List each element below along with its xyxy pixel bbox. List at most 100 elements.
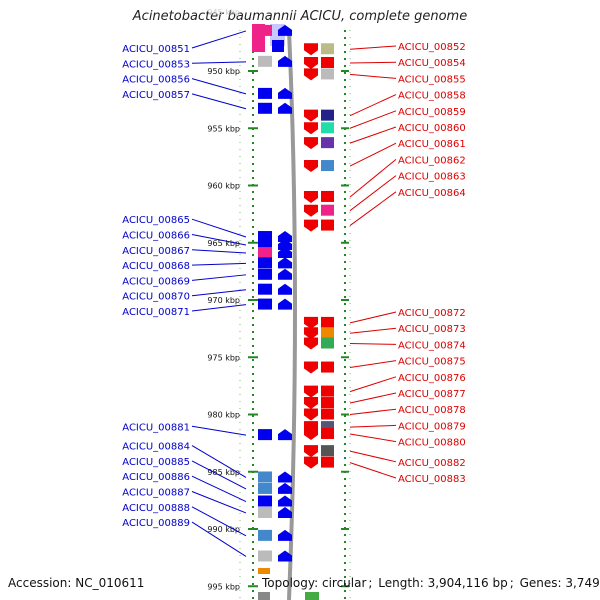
genes-label: Genes: [519, 576, 562, 590]
topology-label: Topology: [262, 576, 319, 590]
gene-glyph-edge-reverse [305, 592, 319, 600]
reverse-gene-label: ACICU_00872 [398, 308, 466, 319]
reverse-gene-connector [349, 462, 397, 479]
forward-gene-cog-box [258, 231, 272, 243]
reverse-gene-connector [349, 142, 397, 167]
scale-tick-label: 970 kbp [207, 296, 240, 305]
forward-gene-arrow [278, 495, 292, 507]
scale-tick-label: 950 kbp [207, 67, 240, 76]
forward-gene-arrow [278, 429, 292, 441]
forward-gene-cog-box [258, 298, 272, 310]
reverse-gene-cog-box [321, 327, 334, 339]
forward-gene-connector [191, 30, 247, 49]
forward-gene-label: ACICU_00853 [122, 59, 190, 70]
reverse-gene-connector [349, 94, 397, 117]
reverse-gene-connector [349, 392, 397, 404]
reverse-gene-cog-box [321, 56, 334, 68]
forward-gene-cog-box [258, 239, 272, 251]
forward-gene-cog-box [258, 529, 272, 541]
forward-gene-arrow [278, 268, 292, 280]
reverse-gene-label: ACICU_00873 [398, 324, 466, 335]
genome-stats: Topology: circular; Length: 3,904,116 bp… [262, 576, 600, 590]
reverse-gene-label: ACICU_00875 [398, 357, 466, 368]
length-value: 3,904,116 bp [427, 576, 508, 590]
reverse-gene-connector [349, 450, 397, 463]
reverse-gene-cog-box [321, 361, 334, 373]
reverse-gene-cog-box [321, 109, 334, 121]
scale-tick-label: 990 kbp [207, 525, 240, 534]
forward-gene-connector [191, 93, 247, 110]
reverse-gene-arrow [304, 456, 318, 469]
forward-gene-connector [191, 460, 247, 490]
reverse-gene-connector [349, 73, 397, 79]
forward-gene-arrow [278, 257, 292, 269]
reverse-gene-label: ACICU_00878 [398, 405, 466, 416]
gene-glyph-edge-forward-bottom [258, 592, 270, 600]
length-label: Length: [378, 576, 424, 590]
forward-gene-connector [191, 445, 247, 478]
forward-gene-label: ACICU_00866 [122, 231, 190, 242]
reverse-gene-label: ACICU_00863 [398, 172, 466, 183]
forward-gene-arrow [278, 550, 292, 562]
forward-gene-label: ACICU_00868 [122, 261, 190, 272]
reverse-gene-label: ACICU_00858 [398, 91, 466, 102]
scale-tick-label: 975 kbp [207, 353, 240, 362]
reverse-gene-cog-box [321, 456, 334, 468]
reverse-gene-cog-box [321, 68, 334, 80]
faded-tick-label: 945 kbp [207, 8, 240, 17]
reverse-gene-cog-box [321, 337, 334, 349]
forward-gene-connector [191, 475, 247, 502]
forward-gene-arrow [278, 24, 292, 36]
forward-gene-connector [191, 78, 247, 95]
reverse-gene-connector [349, 327, 397, 334]
accession-value: NC_010611 [75, 576, 145, 590]
forward-gene-label: ACICU_00885 [122, 457, 190, 468]
reverse-gene-connector [349, 360, 397, 369]
forward-gene-connector [191, 506, 247, 537]
forward-gene-label: ACICU_00887 [122, 488, 190, 499]
reverse-gene-cog-box [321, 160, 334, 172]
reverse-gene-label: ACICU_00876 [398, 373, 466, 384]
reverse-gene-label: ACICU_00859 [398, 107, 466, 118]
reverse-gene-label: ACICU_00855 [398, 74, 466, 85]
scale-tick-label: 985 kbp [207, 468, 240, 477]
reverse-gene-label: ACICU_00860 [398, 123, 466, 134]
forward-gene-cog-box [258, 24, 272, 36]
forward-gene-arrow [278, 298, 292, 310]
reverse-gene-arrow [304, 445, 318, 458]
forward-gene-label: ACICU_00867 [122, 246, 190, 257]
reverse-gene-arrow [304, 109, 318, 122]
reverse-gene-cog-box [321, 219, 334, 231]
gene-glyph-edge-forward-orange [258, 568, 270, 574]
reverse-gene-connector [349, 126, 397, 144]
topology-value: circular [321, 576, 367, 590]
reverse-gene-label: ACICU_00882 [398, 458, 466, 469]
forward-gene-cog-box [258, 495, 272, 507]
reverse-gene-label: ACICU_00852 [398, 42, 466, 53]
forward-gene-connector [191, 289, 247, 297]
reverse-gene-arrow [304, 43, 318, 56]
forward-gene-label: ACICU_00870 [122, 292, 190, 303]
forward-gene-arrow [278, 283, 292, 295]
reverse-gene-arrow [304, 327, 318, 340]
forward-gene-cog-box [258, 257, 272, 269]
reverse-gene-arrow [304, 137, 318, 150]
reverse-gene-connector [349, 175, 397, 212]
genes-value: 3,749 [565, 576, 600, 590]
gene-glyph-edge-forward-block [272, 40, 284, 52]
map-title: Acinetobacter baumannii ACICU, complete … [132, 9, 468, 24]
forward-gene-arrow [278, 239, 292, 251]
forward-gene-cog-box [258, 283, 272, 295]
reverse-gene-label: ACICU_00874 [398, 340, 466, 351]
accession-label: Accession: [8, 576, 72, 590]
forward-gene-arrow [278, 87, 292, 99]
reverse-gene-cog-box [321, 316, 334, 328]
scale-tick-label: 960 kbp [207, 182, 240, 191]
reverse-gene-label: ACICU_00879 [398, 421, 466, 432]
reverse-gene-connector [349, 343, 397, 345]
reverse-gene-arrow [304, 190, 318, 203]
forward-gene-arrow [278, 482, 292, 494]
forward-gene-label: ACICU_00865 [122, 215, 190, 226]
reverse-gene-arrow [304, 408, 318, 421]
reverse-gene-cog-box [321, 421, 334, 433]
